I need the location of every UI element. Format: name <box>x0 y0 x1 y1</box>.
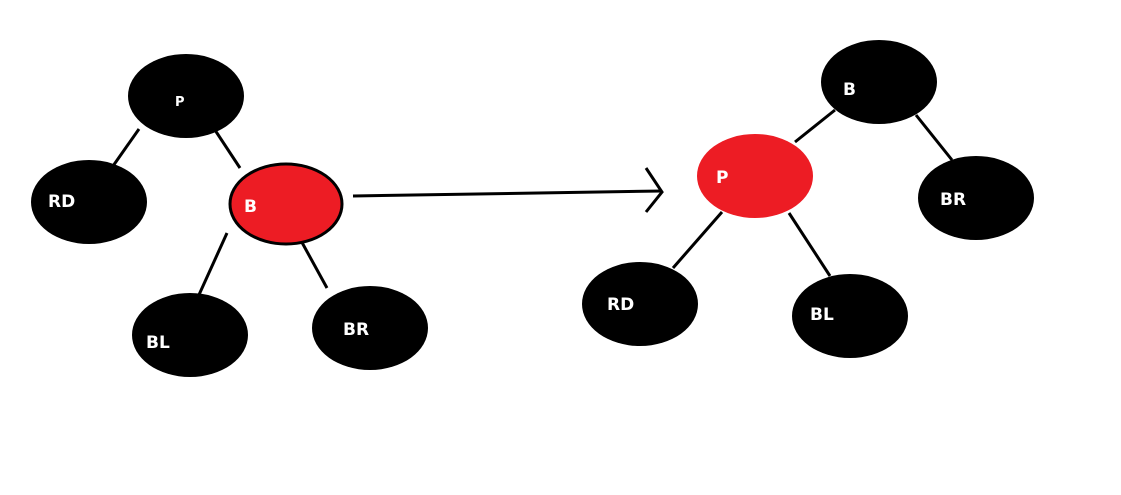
edges <box>111 108 954 298</box>
node-label: RD <box>607 295 634 315</box>
node-label: RD <box>48 192 75 212</box>
node-rd: RD <box>582 262 698 346</box>
edge-p-rd-after <box>671 211 724 269</box>
edge-b-br-before <box>297 236 329 289</box>
before-tree: P RD B BL BR <box>31 54 428 377</box>
edge-b-p-after <box>794 108 836 144</box>
node-label: P <box>175 95 185 110</box>
node-p: P <box>128 54 244 138</box>
after-tree: B P BR RD BL <box>582 40 1034 358</box>
node-b: B <box>821 40 937 124</box>
node-bl: BL <box>132 293 248 377</box>
node-br: BR <box>918 156 1034 240</box>
node-p: P <box>697 134 813 218</box>
edge-p-rd-before <box>111 128 141 167</box>
arrow-shaft <box>352 189 663 198</box>
transform-arrow <box>352 167 664 213</box>
node-rd: RD <box>31 160 147 244</box>
node-label: BL <box>146 333 170 353</box>
edge-p-bl-after <box>787 212 832 277</box>
node-br: BR <box>312 286 428 370</box>
edge-b-br-after <box>914 114 954 161</box>
node-label: B <box>843 80 856 100</box>
node-label: B <box>244 197 257 217</box>
node-b: B <box>228 162 344 246</box>
node-label: BL <box>810 305 834 325</box>
node-label: P <box>716 168 728 188</box>
node-bl: BL <box>792 274 908 358</box>
edge-b-bl-before <box>196 232 229 298</box>
node-label: BR <box>940 190 966 210</box>
arrow-head-icon <box>644 167 664 213</box>
node-label: BR <box>343 320 369 340</box>
edge-p-b-before <box>211 126 242 169</box>
